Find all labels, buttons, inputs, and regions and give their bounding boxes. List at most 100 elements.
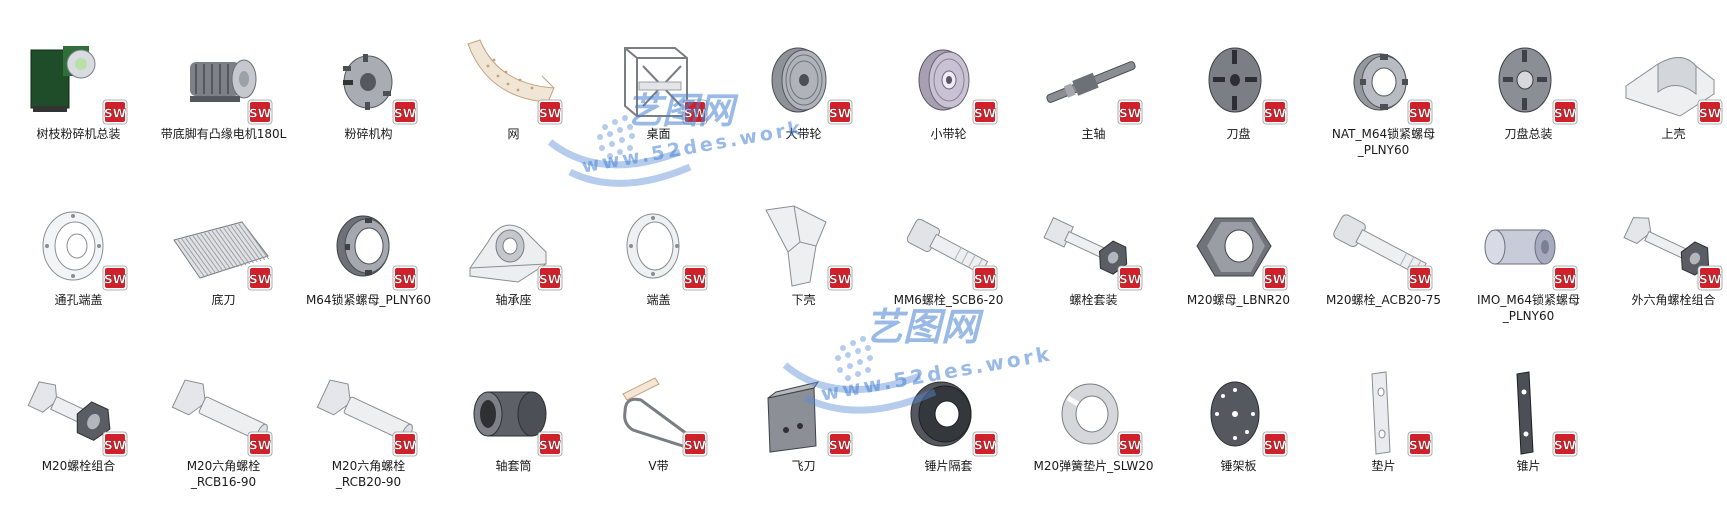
solidworks-file-icon: SW	[971, 430, 999, 458]
shim-icon	[1328, 368, 1434, 460]
file-item[interactable]: SW 主轴	[1021, 30, 1166, 196]
svg-text:SW: SW	[394, 439, 416, 453]
solidworks-file-icon: SW	[826, 98, 854, 126]
file-name-label: 螺栓套装	[1069, 293, 1118, 307]
solidworks-file-icon: SW	[971, 98, 999, 126]
solidworks-file-icon: SW	[681, 430, 709, 458]
solidworks-file-icon: SW	[1696, 264, 1724, 292]
bolt-nut-assembly-icon	[23, 368, 129, 460]
svg-text:SW: SW	[1264, 439, 1286, 453]
file-name-label: 主轴	[1081, 127, 1106, 141]
solidworks-file-icon: SW	[1116, 98, 1144, 126]
solidworks-file-icon: SW	[246, 430, 274, 458]
solidworks-file-icon: SW	[1406, 98, 1434, 126]
svg-text:SW: SW	[104, 107, 126, 121]
svg-text:SW: SW	[1119, 439, 1141, 453]
svg-text:SW: SW	[1264, 107, 1286, 121]
file-item[interactable]: SW 底刀	[151, 196, 296, 362]
file-name-label: M20螺栓组合	[41, 459, 116, 473]
svg-text:SW: SW	[539, 273, 561, 287]
through-hole-end-cap-icon	[23, 202, 129, 294]
file-name-label: 锥片	[1516, 459, 1541, 473]
file-name-label: 通孔端盖	[54, 293, 103, 307]
file-name-label: 刀盘总装	[1504, 127, 1553, 141]
solidworks-file-icon: SW	[101, 430, 129, 458]
large-pulley-icon	[748, 36, 854, 128]
file-item[interactable]: SW V带	[586, 362, 731, 528]
file-name-label: 底刀	[211, 293, 236, 307]
file-name-label: M20螺母_LBNR20	[1186, 293, 1291, 307]
solidworks-file-icon: SW	[1551, 264, 1579, 292]
file-item[interactable]: SW 桌面	[586, 30, 731, 196]
svg-text:SW: SW	[684, 107, 706, 121]
file-item[interactable]: SW 锥片	[1456, 362, 1601, 528]
hex-nut-icon	[1183, 202, 1289, 294]
hammer-frame-plate-icon	[1183, 368, 1289, 460]
shaft-sleeve-icon	[458, 368, 564, 460]
file-item[interactable]: SW 端盖	[586, 196, 731, 362]
solidworks-file-icon: SW	[1116, 430, 1144, 458]
svg-text:SW: SW	[1119, 273, 1141, 287]
cutter-disc-icon	[1183, 36, 1289, 128]
solidworks-file-icon: SW	[971, 264, 999, 292]
solidworks-file-icon: SW	[101, 98, 129, 126]
svg-text:SW: SW	[684, 273, 706, 287]
svg-text:SW: SW	[394, 107, 416, 121]
bolt-set-icon	[1038, 202, 1144, 294]
file-name-label: 端盖	[646, 293, 671, 307]
svg-text:SW: SW	[974, 273, 996, 287]
crusher-mechanism-icon	[313, 36, 419, 128]
file-name-label: 桌面	[646, 127, 671, 141]
hammer-spacer-icon	[893, 368, 999, 460]
bearing-housing-icon	[458, 202, 564, 294]
svg-text:SW: SW	[249, 439, 271, 453]
lower-shell-icon	[748, 202, 854, 294]
solidworks-file-icon: SW	[101, 264, 129, 292]
file-name-label: IMO_M64锁紧螺母 _PLNY60	[1477, 293, 1580, 323]
file-name-label: M20螺栓_ACB20-75	[1325, 293, 1442, 307]
file-name-label: 轴套筒	[495, 459, 532, 473]
solidworks-file-icon: SW	[246, 264, 274, 292]
solidworks-file-icon: SW	[1116, 264, 1144, 292]
file-name-label: 锤片隔套	[924, 459, 973, 473]
bottom-blade-icon	[168, 202, 274, 294]
svg-text:SW: SW	[1554, 439, 1576, 453]
cutter-disc-assembly-icon	[1473, 36, 1579, 128]
svg-text:SW: SW	[829, 439, 851, 453]
file-name-label: V带	[648, 459, 669, 473]
svg-text:SW: SW	[1409, 439, 1431, 453]
file-name-label: M64锁紧螺母_PLNY60	[305, 293, 432, 307]
svg-text:SW: SW	[1119, 107, 1141, 121]
machine-assembly-icon	[23, 36, 129, 128]
